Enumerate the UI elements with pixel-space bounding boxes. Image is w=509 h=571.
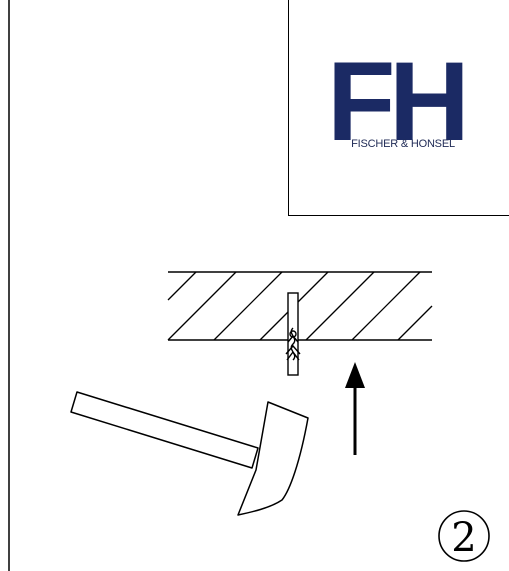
- step-number-badge: 2: [438, 510, 490, 562]
- company-logo-monogram: F H: [331, 48, 467, 150]
- logo-letter-h: H: [389, 48, 467, 150]
- logo-panel: [288, 0, 509, 216]
- arrow-up-icon: [345, 362, 365, 455]
- section-hatching: [167, 271, 433, 341]
- anchor-expansion-cone: [285, 327, 301, 361]
- logo-letter-f: F: [331, 48, 395, 150]
- hammer-head: [237, 401, 309, 516]
- step-number-text: 2: [451, 515, 476, 561]
- hammer-handle: [70, 391, 259, 469]
- company-name: FISCHER & HONSEL: [351, 138, 455, 150]
- ceiling-section: [167, 271, 433, 341]
- hammer-icon: [70, 391, 309, 516]
- anchor-dowel-icon: [285, 292, 301, 376]
- anchor-sleeve: [287, 292, 299, 376]
